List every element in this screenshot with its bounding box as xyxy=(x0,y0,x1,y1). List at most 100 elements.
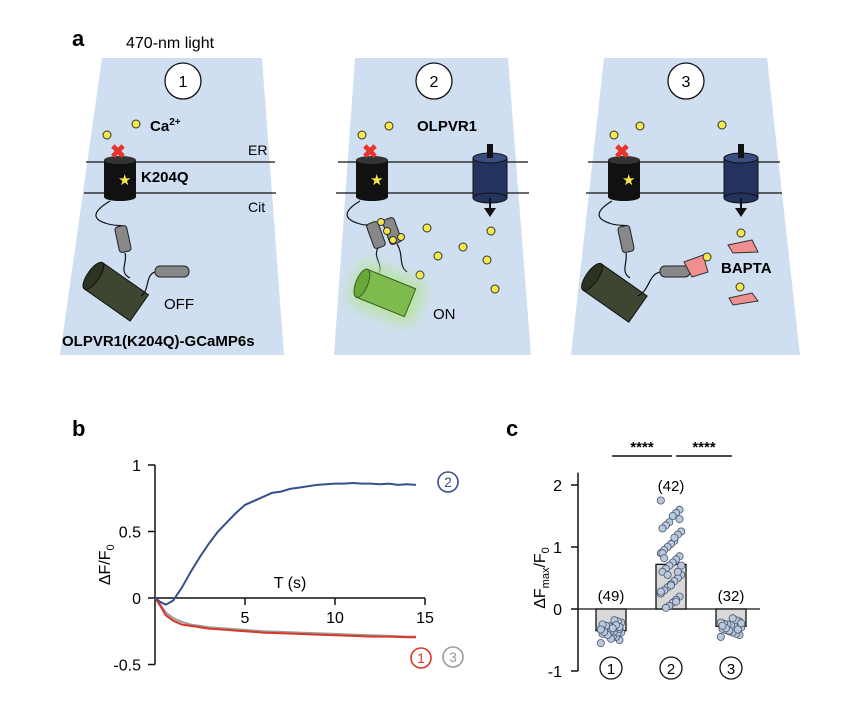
y-tick-label: 1 xyxy=(553,540,562,557)
series-line-3 xyxy=(154,597,416,638)
data-point xyxy=(656,587,665,596)
mutation-mark: ✖ xyxy=(110,142,126,163)
opsin-label: OLPVR1 xyxy=(417,118,477,135)
linker-3b xyxy=(624,252,631,279)
y-tick-label: -0.5 xyxy=(113,658,141,675)
y-tick-label: 1 xyxy=(132,458,141,475)
data-point xyxy=(656,496,665,505)
calcium-label: Ca2+ xyxy=(150,117,181,135)
calmodulin-3 xyxy=(617,225,635,253)
calmodulin-1 xyxy=(114,225,132,253)
data-point xyxy=(663,570,672,579)
svg-text:2: 2 xyxy=(430,74,439,91)
data-point xyxy=(596,625,605,634)
y-axis-label: ΔFmax/F0 xyxy=(532,547,552,609)
svg-text:1: 1 xyxy=(179,74,188,91)
y-axis-label: ΔF/F0 xyxy=(97,544,117,585)
data-point xyxy=(737,619,746,628)
er-label: ER xyxy=(248,142,267,158)
mutant-channel-3: ✖ ★ xyxy=(608,142,640,201)
arrow-down-icon xyxy=(484,208,496,217)
calcium-ions-3 xyxy=(609,120,727,140)
series-label: 3 xyxy=(449,649,457,665)
n-label: (32) xyxy=(718,588,745,605)
series-label-circle xyxy=(437,471,459,493)
linker-1c xyxy=(140,271,156,297)
significance-label: **** xyxy=(692,439,716,456)
bound-calcium-2 xyxy=(377,218,405,244)
bapta-label: BAPTA xyxy=(721,260,772,277)
series-line-2 xyxy=(154,481,417,606)
data-point xyxy=(668,512,677,521)
off-label: OFF xyxy=(164,296,194,313)
data-point xyxy=(670,533,679,542)
calcium-ions-2 xyxy=(357,121,500,294)
gcamp-off-3 xyxy=(581,262,648,323)
svg-text:3: 3 xyxy=(682,74,691,91)
y-tick-label: 0 xyxy=(132,591,141,608)
x-tick-label: 10 xyxy=(326,610,344,627)
series-label-circle xyxy=(410,647,432,669)
mutant-channel-1: ✖ ★ xyxy=(104,142,136,201)
y-tick-label: 0.5 xyxy=(119,525,141,542)
panel-c-label: c xyxy=(506,416,518,441)
star-icon: ★ xyxy=(118,172,131,189)
mutant-channel-2: ✖ ★ xyxy=(356,142,388,201)
x-axis-label: T (s) xyxy=(274,575,307,592)
data-point xyxy=(733,625,742,634)
m13-peptide-1 xyxy=(154,265,190,278)
data-point xyxy=(608,624,617,633)
step-circle-3: 3 xyxy=(667,62,705,100)
opsin-channel-2 xyxy=(472,144,508,217)
step-circle-1: 1 xyxy=(164,62,202,100)
series-line-1 xyxy=(154,597,416,639)
panel-b-label: b xyxy=(72,416,85,441)
linker-1b xyxy=(123,252,131,279)
y-tick-label: 0 xyxy=(553,602,562,619)
series-label-circle xyxy=(442,646,464,668)
data-point xyxy=(660,554,669,563)
category-circle xyxy=(659,656,683,680)
cit-label: Cit xyxy=(248,199,265,215)
sensor-label: OLPVR1(K204Q)-GCaMP6s xyxy=(62,333,255,350)
data-point xyxy=(672,597,681,606)
gcamp-off xyxy=(82,261,150,322)
m13-peptide-3 xyxy=(659,265,691,278)
significance-label: **** xyxy=(630,439,654,456)
opsin-channel-3 xyxy=(723,144,759,217)
data-point xyxy=(673,567,682,576)
mutant-label: K204Q xyxy=(141,169,189,186)
y-tick-label: 2 xyxy=(553,478,562,495)
category-label: 3 xyxy=(727,661,735,678)
data-point xyxy=(728,614,737,623)
star-icon: ★ xyxy=(622,172,635,189)
calcium-ions-1 xyxy=(102,119,141,140)
panel-a-label: a xyxy=(72,26,85,51)
calmodulin-2 xyxy=(366,221,386,249)
x-tick-label: 5 xyxy=(241,610,250,627)
step-circle-2: 2 xyxy=(415,62,453,100)
data-point xyxy=(716,632,725,641)
series-label: 2 xyxy=(444,474,452,490)
linker-2c xyxy=(396,243,408,273)
n-label: (49) xyxy=(598,588,625,605)
y-tick-label: -1 xyxy=(548,664,562,681)
data-point xyxy=(667,581,676,590)
n-label: (42) xyxy=(658,478,685,495)
category-circle xyxy=(599,656,623,680)
mutation-mark: ✖ xyxy=(362,142,378,163)
bapta-bound-calcium xyxy=(702,228,746,292)
bapta-molecules xyxy=(683,239,759,306)
gcamp-on xyxy=(348,261,425,325)
data-point xyxy=(596,639,605,648)
series-label: 1 xyxy=(417,650,425,666)
star-icon: ★ xyxy=(370,172,383,189)
data-point xyxy=(661,603,670,612)
category-label: 2 xyxy=(667,661,675,678)
on-label: ON xyxy=(433,306,456,323)
light-label: 470-nm light xyxy=(126,35,215,52)
data-point xyxy=(675,515,684,524)
linker-3c xyxy=(637,271,661,297)
